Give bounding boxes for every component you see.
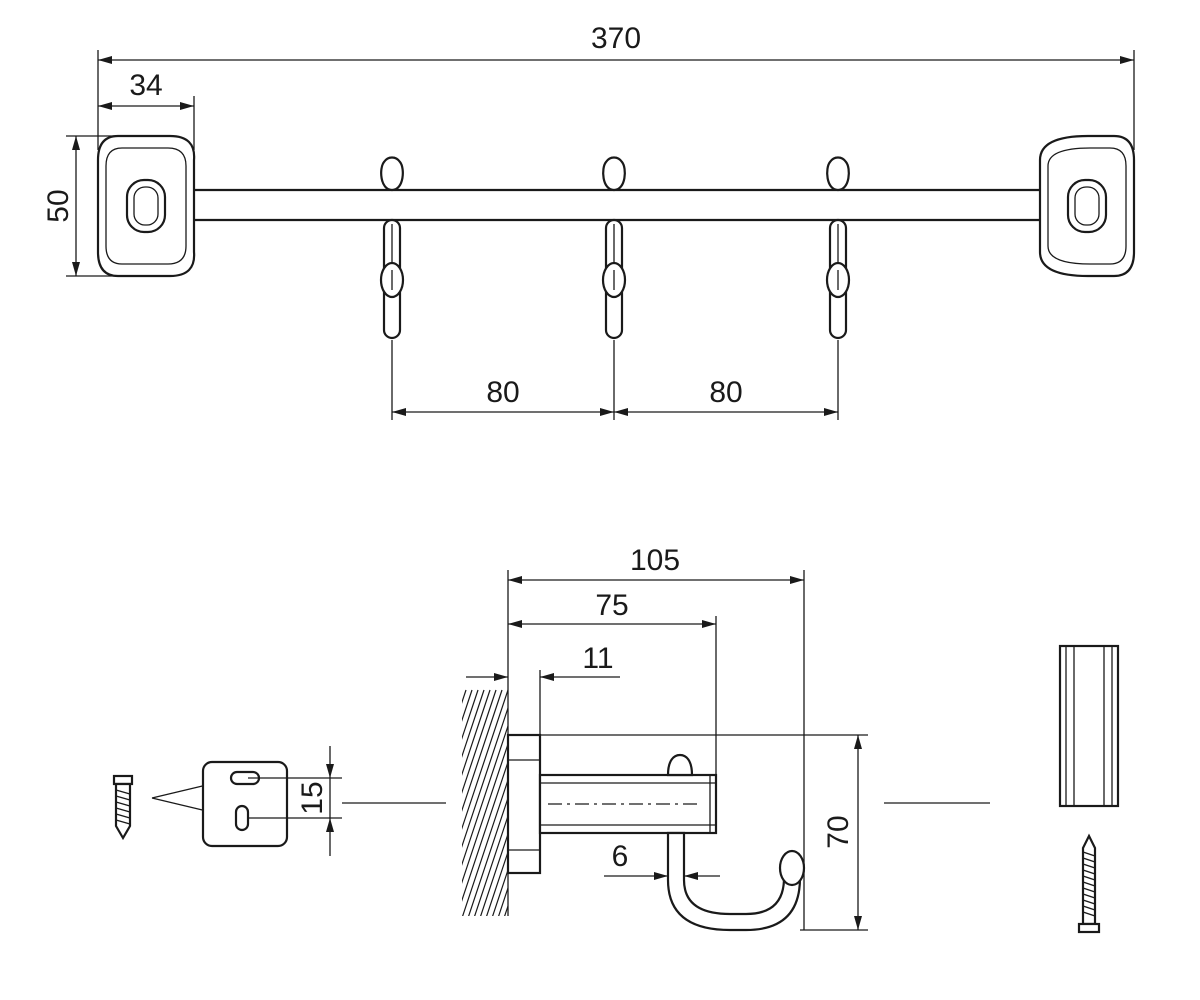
dim-label-15: 15 (296, 781, 329, 814)
dim-label-80-left: 80 (486, 376, 519, 409)
side-hook-curve (666, 831, 806, 932)
dimension-side-height: 70 (540, 734, 868, 931)
dimension-base-thickness: 11 (466, 642, 620, 735)
dim-label-34: 34 (129, 69, 162, 102)
dimension-overall-length: 370 (97, 22, 1135, 150)
hook-left (379, 156, 405, 340)
side-view: 105 75 11 6 (342, 544, 990, 932)
dim-label-105: 105 (630, 544, 680, 577)
main-bar (148, 188, 1070, 222)
dimension-bar-depth: 75 (508, 589, 717, 775)
side-hook-knob (666, 753, 694, 777)
screw-small-icon (112, 774, 134, 841)
dim-label-11: 11 (582, 642, 613, 675)
dimension-height: 50 (42, 135, 130, 277)
dim-label-50: 50 (42, 189, 75, 222)
mounting-plate-view: 15 (112, 746, 342, 856)
dim-label-70: 70 (822, 815, 855, 848)
screw-long-icon (1077, 833, 1101, 934)
dimension-hook-offset: 6 (604, 840, 720, 880)
mounting-plate (201, 760, 289, 848)
hook-middle (601, 156, 627, 340)
side-bar (538, 773, 718, 835)
right-bracket (1038, 134, 1136, 278)
wall-anchor (1058, 644, 1120, 808)
dimension-bracket-width: 34 (98, 69, 195, 150)
dimension-hook-spacing: 80 80 (391, 340, 839, 420)
anchor-view (1058, 644, 1120, 934)
dim-label-80-right: 80 (709, 376, 742, 409)
slot-vertical (234, 804, 250, 832)
front-view: 370 34 50 80 (42, 22, 1136, 420)
dimension-overall-depth: 105 (507, 544, 805, 930)
dim-label-75: 75 (595, 589, 628, 622)
left-bracket (96, 134, 196, 278)
base-block (506, 733, 542, 875)
wall-hatch (462, 689, 508, 916)
hook-right (825, 156, 851, 340)
dim-label-370: 370 (591, 22, 641, 55)
dim-label-6: 6 (612, 840, 629, 873)
dimension-slot-spacing: 15 (248, 746, 342, 856)
